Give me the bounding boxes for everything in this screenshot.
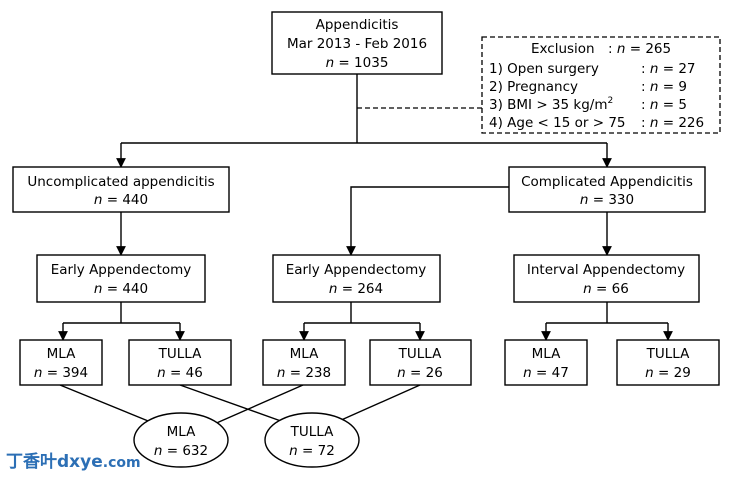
mla-interval-node: MLA n = 47 (504, 339, 588, 386)
watermark-site: dxye (57, 452, 103, 472)
mla1-count: n = 394 (34, 365, 88, 381)
early2-title: Early Appendectomy (286, 262, 427, 278)
interval-count: n = 66 (583, 281, 629, 297)
root-dates: Mar 2013 - Feb 2016 (287, 36, 427, 52)
root-node: Appendicitis Mar 2013 - Feb 2016 n = 103… (271, 11, 443, 75)
early-appendectomy-complicated-node: Early Appendectomy n = 264 (272, 254, 441, 303)
interval-appendectomy-node: Interval Appendectomy n = 66 (513, 254, 700, 303)
mla3-count: n = 47 (523, 365, 569, 381)
mla-early-complicated-node: MLA n = 238 (262, 339, 346, 386)
complicated-title: Complicated Appendicitis (521, 174, 693, 190)
mla-uncomplicated-node: MLA n = 394 (19, 339, 103, 386)
early2-count: n = 264 (329, 281, 383, 297)
mla-total-count: n = 632 (154, 443, 208, 459)
exclusion-title: Exclusion: n = 265 (531, 41, 671, 57)
uncomplicated-title: Uncomplicated appendicitis (27, 174, 214, 190)
tulla3-title: TULLA (646, 346, 690, 362)
tulla1-count: n = 46 (157, 365, 203, 381)
mla2-count: n = 238 (277, 365, 331, 381)
tulla-uncomplicated-node: TULLA n = 46 (128, 339, 232, 386)
early1-count: n = 440 (94, 281, 148, 297)
mla-total-node: MLA n = 632 (133, 412, 229, 468)
watermark-cn: 丁香叶 (6, 452, 57, 472)
merge-mla1 (59, 384, 159, 426)
complicated-node: Complicated Appendicitis n = 330 (508, 166, 706, 213)
tulla1-title: TULLA (158, 346, 202, 362)
merge-tulla1 (179, 384, 293, 426)
exclusion-item-1: 1) Open surgery: n = 27 (489, 61, 696, 77)
root-title: Appendicitis (316, 17, 399, 33)
uncomplicated-count: n = 440 (94, 192, 148, 208)
interval-title: Interval Appendectomy (527, 262, 685, 278)
connectors (58, 74, 673, 426)
mla1-title: MLA (47, 346, 76, 362)
tulla3-count: n = 29 (645, 365, 691, 381)
complicated-count: n = 330 (580, 192, 634, 208)
mla2-title: MLA (290, 346, 319, 362)
tulla-early-complicated-node: TULLA n = 26 (369, 339, 472, 386)
early-appendectomy-uncomplicated-node: Early Appendectomy n = 440 (36, 254, 206, 303)
tulla2-title: TULLA (398, 346, 442, 362)
mla-total-title: MLA (167, 424, 196, 440)
exclusion-box: Exclusion: n = 265 1) Open surgery: n = … (481, 36, 721, 134)
tulla-interval-node: TULLA n = 29 (616, 339, 720, 386)
exclusion-item-2: 2) Pregnancy: n = 9 (489, 79, 687, 95)
arrow-to-early2 (346, 186, 509, 256)
root-count: n = 1035 (326, 55, 389, 71)
early1-title: Early Appendectomy (51, 262, 192, 278)
watermark-domain: .com (102, 455, 141, 471)
tulla-total-node: TULLA n = 72 (264, 412, 360, 468)
exclusion-item-4: 4) Age < 15 or > 75: n = 226 (489, 115, 704, 131)
merge-tulla2 (329, 384, 421, 426)
tulla-total-count: n = 72 (289, 443, 335, 459)
mla3-title: MLA (532, 346, 561, 362)
tulla2-count: n = 26 (397, 365, 443, 381)
merge-mla2 (211, 384, 304, 426)
exclusion-item-3: 3) BMI > 35 kg/m2: n = 5 (489, 96, 687, 113)
tulla-total-title: TULLA (290, 424, 334, 440)
watermark: 丁香叶dxye.com (6, 447, 141, 472)
uncomplicated-node: Uncomplicated appendicitis n = 440 (12, 166, 230, 213)
